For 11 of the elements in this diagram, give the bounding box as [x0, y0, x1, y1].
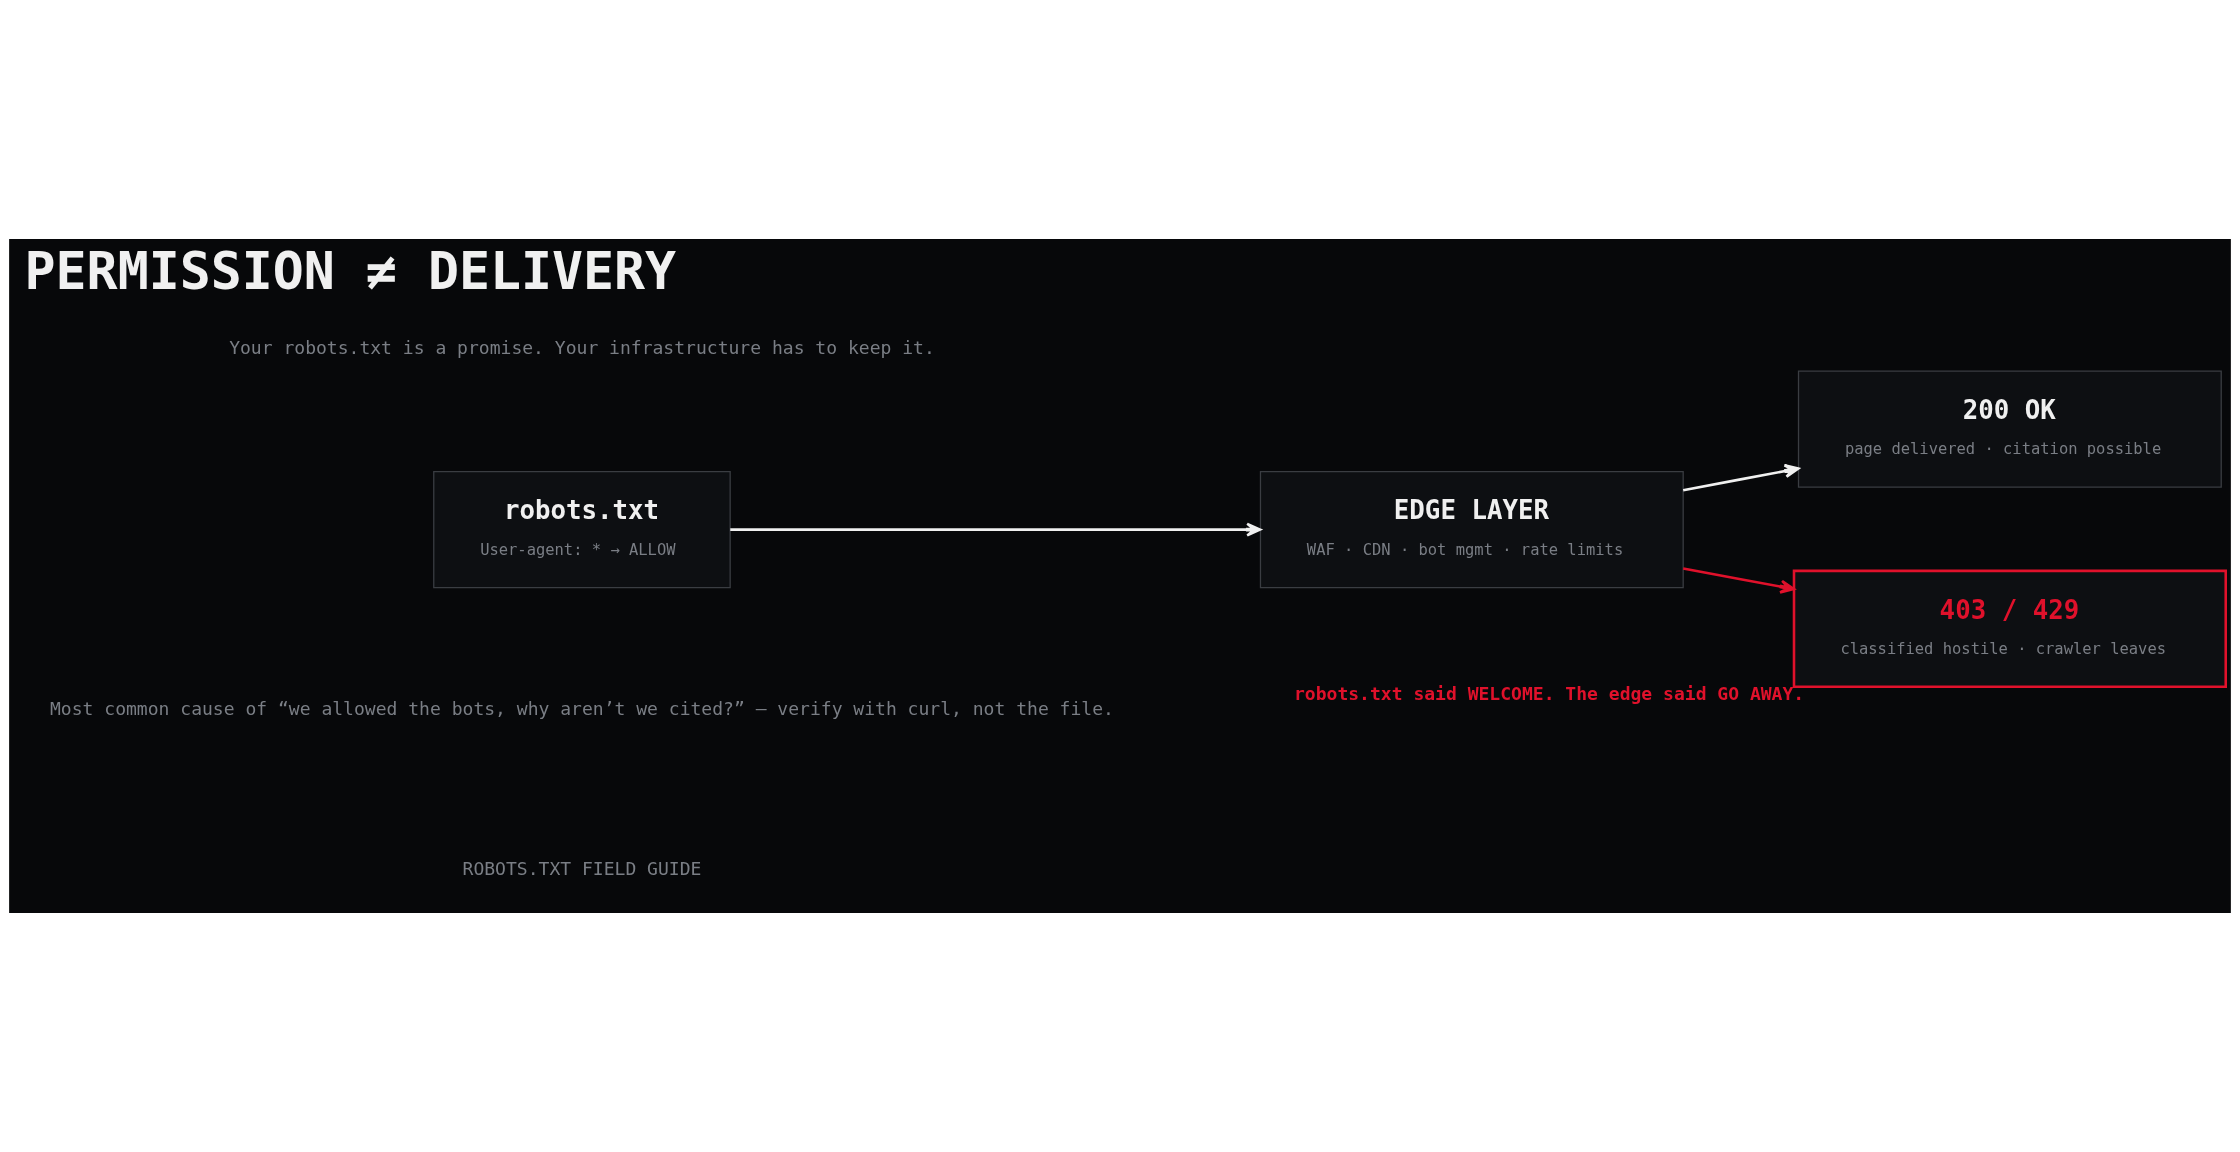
label: ROBOTS.TXT FIELD GUIDE [462, 857, 702, 879]
arrow [1682, 567, 1796, 594]
diagram-title: PERMISSION ≠ DELIVERY [24, 241, 677, 302]
label: Your robots.txt is a promise. Your infrastructure has to keep it. [229, 336, 935, 358]
node-box: 200 OK page delivered · citation possible [1797, 370, 2222, 488]
node-box: EDGE LAYER WAF · CDN · bot mgmt · rate limits [1259, 470, 1684, 589]
node-box: robots.txt User-agent: * → ALLOW [433, 470, 731, 589]
arrow [1682, 463, 1800, 492]
node-box: 403 / 429 classified hostile · crawler leaves [1792, 569, 2227, 689]
arrow [730, 522, 1262, 537]
label: Most common cause of “we allowed the bots, why aren’t we cited?” — verify with curl, not the file. [50, 697, 1114, 719]
